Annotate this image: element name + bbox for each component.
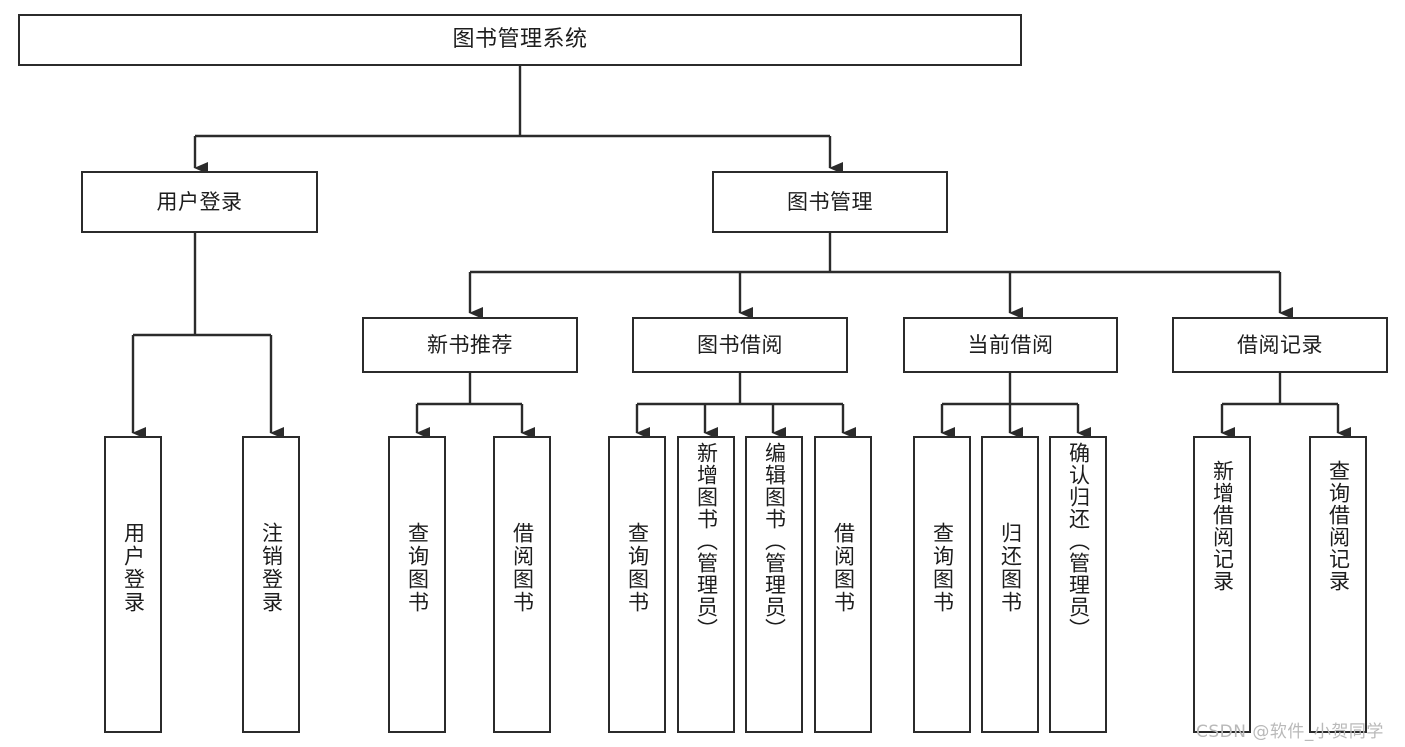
leaf-query-book-2[interactable]: 查询图书 — [608, 436, 666, 733]
leaf-query-book-3[interactable]: 查询图书 — [913, 436, 971, 733]
node-label: 查询图书 — [405, 522, 430, 614]
leaf-add-book[interactable]: 新增图书（管理员） — [677, 436, 735, 733]
leaf-user-logout[interactable]: 注销登录 — [242, 436, 300, 733]
node-label: 用户登录 — [121, 522, 146, 614]
node-new-book-recommend[interactable]: 新书推荐 — [362, 317, 578, 373]
node-label: 当前借阅 — [967, 332, 1054, 357]
leaf-query-book-1[interactable]: 查询图书 — [388, 436, 446, 733]
node-root-system[interactable]: 图书管理系统 — [18, 14, 1022, 66]
csdn-watermark: CSDN @软件_小贺同学 — [1196, 722, 1384, 742]
node-label: 查询借阅记录 — [1326, 460, 1351, 592]
node-book-borrow[interactable]: 图书借阅 — [632, 317, 848, 373]
leaf-borrow-book-1[interactable]: 借阅图书 — [493, 436, 551, 733]
node-label: 新增图书（管理员） — [694, 442, 719, 640]
node-label: 归还图书 — [998, 522, 1023, 614]
node-label: 图书管理系统 — [452, 27, 588, 53]
node-label: 借阅记录 — [1237, 332, 1323, 357]
node-label: 用户登录 — [156, 189, 243, 214]
leaf-edit-book[interactable]: 编辑图书（管理员） — [745, 436, 803, 733]
leaf-confirm-return[interactable]: 确认归还（管理员） — [1049, 436, 1107, 733]
node-label: 查询图书 — [625, 522, 650, 614]
node-label: 图书管理 — [787, 189, 873, 214]
node-label: 图书借阅 — [697, 332, 783, 357]
leaf-query-record[interactable]: 查询借阅记录 — [1309, 436, 1367, 733]
node-label: 借阅图书 — [831, 522, 856, 614]
node-label: 编辑图书（管理员） — [762, 442, 787, 640]
node-current-borrow[interactable]: 当前借阅 — [903, 317, 1118, 373]
node-book-manage[interactable]: 图书管理 — [712, 171, 948, 233]
leaf-add-record[interactable]: 新增借阅记录 — [1193, 436, 1251, 733]
leaf-borrow-book-2[interactable]: 借阅图书 — [814, 436, 872, 733]
leaf-return-book[interactable]: 归还图书 — [981, 436, 1039, 733]
node-user-login[interactable]: 用户登录 — [81, 171, 318, 233]
leaf-user-login[interactable]: 用户登录 — [104, 436, 162, 733]
node-label: 确认归还（管理员） — [1066, 442, 1091, 640]
node-borrow-record[interactable]: 借阅记录 — [1172, 317, 1388, 373]
node-label: 查询图书 — [930, 522, 955, 614]
node-label: 借阅图书 — [510, 522, 535, 614]
node-label: 注销登录 — [259, 522, 284, 614]
node-label: 新书推荐 — [427, 332, 513, 357]
node-label: 新增借阅记录 — [1210, 460, 1235, 592]
